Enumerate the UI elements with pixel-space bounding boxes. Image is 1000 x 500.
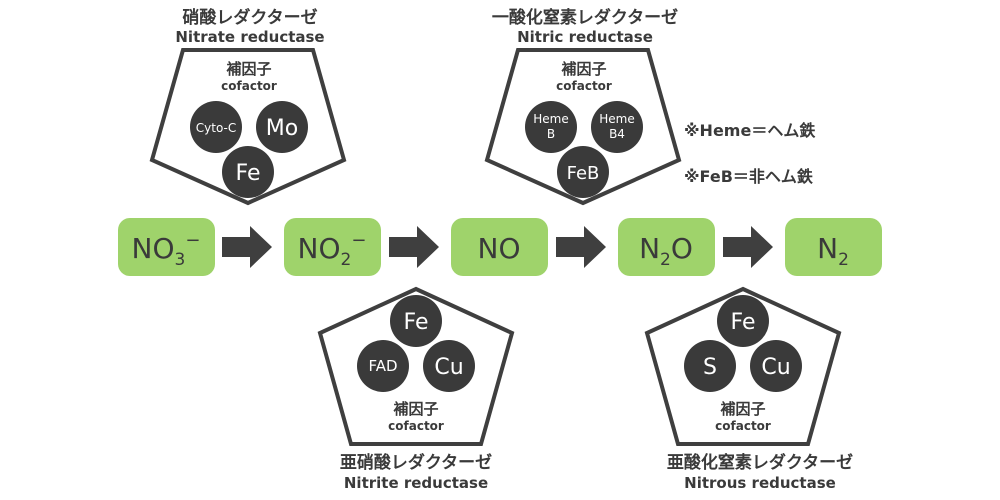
- cofactor-cu-nitrous: Cu: [750, 340, 802, 392]
- nitrous-reductase-title-en: Nitrous reductase: [684, 474, 836, 492]
- svg-text:S: S: [703, 355, 717, 380]
- compound-no: NO: [451, 218, 548, 276]
- svg-text:N2: N2: [817, 232, 849, 270]
- svg-text:Cyto-C: Cyto-C: [196, 121, 236, 135]
- cofactor-mo: Mo: [256, 101, 308, 153]
- nitric-cofactor-label-en: cofactor: [556, 79, 612, 93]
- svg-text:Mo: Mo: [266, 116, 298, 141]
- svg-text:NO2−: NO2−: [298, 230, 367, 270]
- svg-text:Fe: Fe: [236, 161, 261, 186]
- arrow-1: [222, 226, 272, 268]
- compound-no3: NO3−: [118, 218, 215, 276]
- nitric-reductase-pentagon: [484, 48, 682, 206]
- nitric-reductase-title-en: Nitric reductase: [517, 28, 653, 46]
- cofactor-cu-nitrite: Cu: [423, 340, 475, 392]
- nitrate-reductase-title-en: Nitrate reductase: [175, 28, 324, 46]
- arrow-3: [556, 226, 606, 268]
- cofactor-heme-b: Heme B: [525, 101, 577, 153]
- cofactor-fe-nitrous: Fe: [717, 295, 769, 347]
- cofactor-feb: FeB: [557, 146, 609, 198]
- svg-text:Heme: Heme: [533, 112, 568, 126]
- nitrite-reductase-title-jp: 亜硝酸レダクターゼ: [340, 452, 492, 473]
- compound-n2o: N2O: [618, 218, 715, 276]
- cofactor-heme-b4: Heme B4: [591, 101, 643, 153]
- nitric-cofactor-label-jp: 補因子: [560, 60, 606, 78]
- cofactor-fe-nitrite: Fe: [390, 295, 442, 347]
- nitrite-reductase-title-en: Nitrite reductase: [344, 474, 488, 492]
- svg-text:FAD: FAD: [368, 357, 397, 375]
- cofactor-s: S: [684, 340, 736, 392]
- nitrite-cofactor-label-jp: 補因子: [392, 400, 438, 418]
- nitrite-cofactor-label-en: cofactor: [388, 419, 444, 433]
- cofactor-fe: Fe: [222, 146, 274, 198]
- svg-text:FeB: FeB: [567, 163, 600, 184]
- nitrous-cofactor-label-en: cofactor: [715, 419, 771, 433]
- compound-no2: NO2−: [284, 218, 381, 276]
- svg-text:Cu: Cu: [434, 355, 463, 380]
- nitrous-reductase-title-jp: 亜酸化窒素レダクターゼ: [667, 452, 853, 473]
- nitrate-reductase-title-jp: 硝酸レダクターゼ: [182, 7, 317, 28]
- nitrous-reductase-pentagon: [644, 286, 842, 446]
- svg-text:Fe: Fe: [731, 310, 756, 335]
- nitrous-cofactor-label-jp: 補因子: [719, 400, 765, 418]
- svg-text:B: B: [547, 127, 555, 141]
- nitric-reductase-title-jp: 一酸化窒素レダクターゼ: [492, 7, 678, 28]
- svg-text:Heme: Heme: [599, 112, 634, 126]
- arrow-2: [389, 226, 439, 268]
- svg-text:N2O: N2O: [639, 232, 693, 270]
- svg-text:NO: NO: [478, 232, 521, 265]
- note-feb: ※FeB＝非ヘム鉄: [684, 167, 813, 186]
- nitrate-cofactor-label-en: cofactor: [221, 79, 277, 93]
- nitrite-reductase-pentagon: [317, 286, 515, 446]
- nitrate-cofactor-label-jp: 補因子: [225, 60, 271, 78]
- svg-text:Fe: Fe: [404, 310, 429, 335]
- svg-text:B4: B4: [609, 127, 625, 141]
- compound-n2: N2: [785, 218, 882, 276]
- svg-text:Cu: Cu: [761, 355, 790, 380]
- cofactor-fad: FAD: [357, 340, 409, 392]
- cofactor-cyto-c: Cyto-C: [190, 101, 242, 153]
- arrow-4: [723, 226, 773, 268]
- nitrate-reductase-pentagon: [149, 48, 347, 206]
- note-heme: ※Heme＝ヘム鉄: [684, 121, 815, 140]
- svg-text:NO3−: NO3−: [132, 230, 201, 270]
